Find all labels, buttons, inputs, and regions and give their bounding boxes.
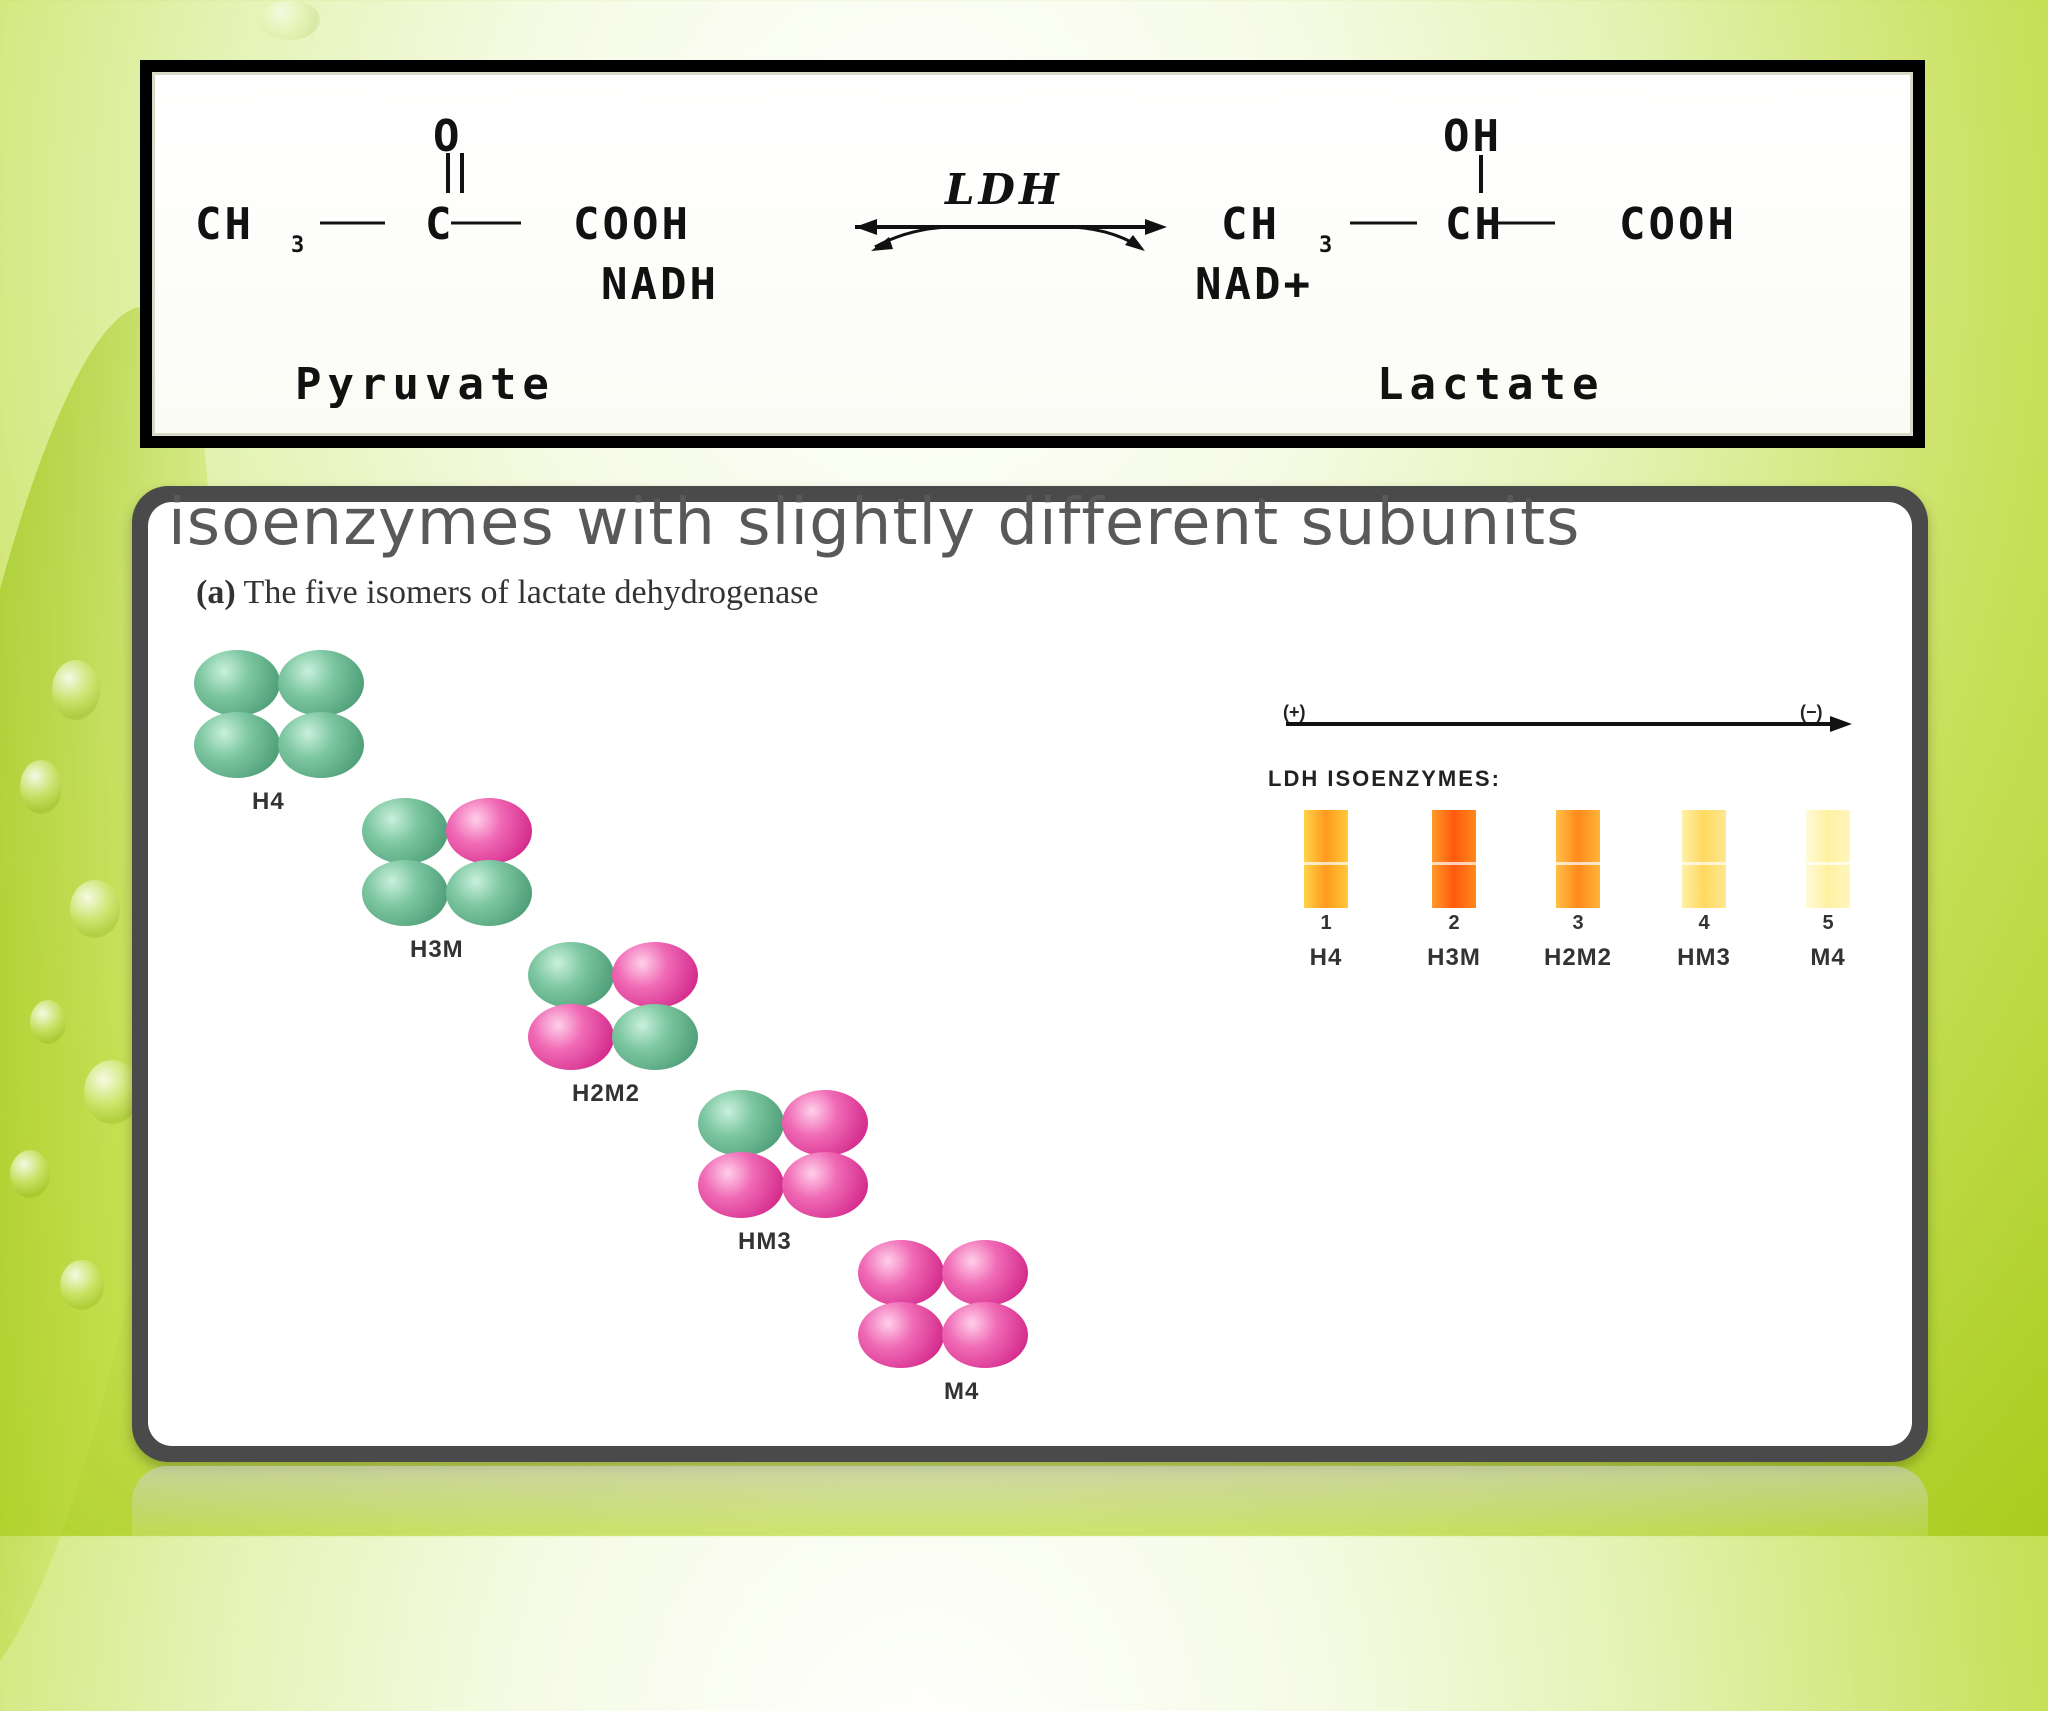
positive-pole-label: (+) <box>1283 702 1306 722</box>
band-number: 1 <box>1320 912 1332 934</box>
band-isoenzyme-name: H4 <box>1309 944 1343 971</box>
band-isoenzyme-name: H3M <box>1427 944 1481 971</box>
negative-pole-label: (−) <box>1800 702 1823 722</box>
isoenzymes-title: isoenzymes with slightly different subun… <box>168 486 1581 560</box>
gel-band-4 <box>1682 810 1726 908</box>
band-number: 2 <box>1448 912 1460 934</box>
tetramer-h3m: H3M <box>362 798 538 963</box>
subunit-m <box>612 942 698 1008</box>
subunit-h <box>528 942 614 1008</box>
pyruvate-carbon: C <box>425 199 455 250</box>
pyruvate-ch: CH <box>195 199 254 250</box>
tetramer-label: H2M2 <box>572 1080 641 1107</box>
subunit-m <box>528 1004 614 1070</box>
tetramer-label: H3M <box>410 936 464 963</box>
subunit-h <box>362 798 448 864</box>
reaction-bonds <box>320 153 1555 251</box>
pyruvate-subscript-3: 3 <box>291 233 308 258</box>
tetramer-h2m2: H2M2 <box>528 942 704 1107</box>
tetramer-label: H4 <box>252 788 285 815</box>
subunit-h <box>698 1090 784 1156</box>
subunit-m <box>446 798 532 864</box>
subunit-h <box>612 1004 698 1070</box>
ldh-reaction-panel: O CH 3 C COOH NADH LDH OH CH 3 CH COOH N… <box>140 60 1925 448</box>
tetramer-label: M4 <box>944 1378 980 1405</box>
gel-band-2 <box>1432 810 1476 908</box>
product-name-lactate: Lactate <box>1377 359 1605 410</box>
band-number: 4 <box>1698 912 1710 934</box>
electrophoresis-axis <box>1286 716 1852 732</box>
card-reflection <box>132 1466 1928 1536</box>
subunit-h <box>446 860 532 926</box>
subunit-h <box>278 712 364 778</box>
lactate-cooh: COOH <box>1619 199 1737 250</box>
lactate-ch3: CH <box>1221 199 1280 250</box>
lactate-hydroxyl: OH <box>1443 111 1502 162</box>
subunit-m <box>858 1240 944 1306</box>
gel-band-1 <box>1304 810 1348 908</box>
isoenzymes-card <box>132 486 1928 1462</box>
tetramer-h4: H4 <box>194 650 370 815</box>
enzyme-ldh-label: LDH <box>945 165 1063 214</box>
band-number: 5 <box>1822 912 1834 934</box>
cofactor-nad-plus: NAD+ <box>1195 259 1313 310</box>
subtitle-text: The five isomers of lactate dehydrogenas… <box>243 574 819 611</box>
band-isoenzyme-name: H2M2 <box>1543 944 1613 971</box>
substrate-name-pyruvate: Pyruvate <box>295 359 555 410</box>
reaction-area: O CH 3 C COOH NADH LDH OH CH 3 CH COOH N… <box>152 72 1913 436</box>
band-isoenzyme-name: M4 <box>1810 944 1846 971</box>
band-number: 3 <box>1572 912 1584 934</box>
tetramer-hm3: HM3 <box>698 1090 874 1255</box>
gel-band-3 <box>1556 810 1600 908</box>
subunit-m <box>942 1302 1028 1368</box>
subunit-m <box>782 1090 868 1156</box>
lactate-ch: CH <box>1445 199 1504 250</box>
gel-band-5 <box>1806 810 1850 908</box>
ldh-isoenzymes-heading: LDH ISOENZYMES: <box>1268 766 1501 791</box>
subunit-m <box>942 1240 1028 1306</box>
band-isoenzyme-name: HM3 <box>1677 944 1731 971</box>
pyruvate-cooh: COOH <box>573 199 691 250</box>
subunit-h <box>362 860 448 926</box>
cofactor-nadh: NADH <box>601 259 719 310</box>
subunit-h <box>194 650 280 716</box>
tetramer-m4: M4 <box>858 1240 1034 1405</box>
subtitle-prefix: (a) <box>196 574 236 611</box>
subunit-h <box>194 712 280 778</box>
subunit-m <box>782 1152 868 1218</box>
subunit-m <box>698 1152 784 1218</box>
subunit-h <box>278 650 364 716</box>
isomers-subtitle: (a) The five isomers of lactate dehydrog… <box>196 574 818 612</box>
lactate-subscript-3: 3 <box>1319 233 1336 258</box>
pyruvate-oxygen: O <box>433 111 463 162</box>
subunit-m <box>858 1302 944 1368</box>
tetramer-label: HM3 <box>738 1228 792 1255</box>
